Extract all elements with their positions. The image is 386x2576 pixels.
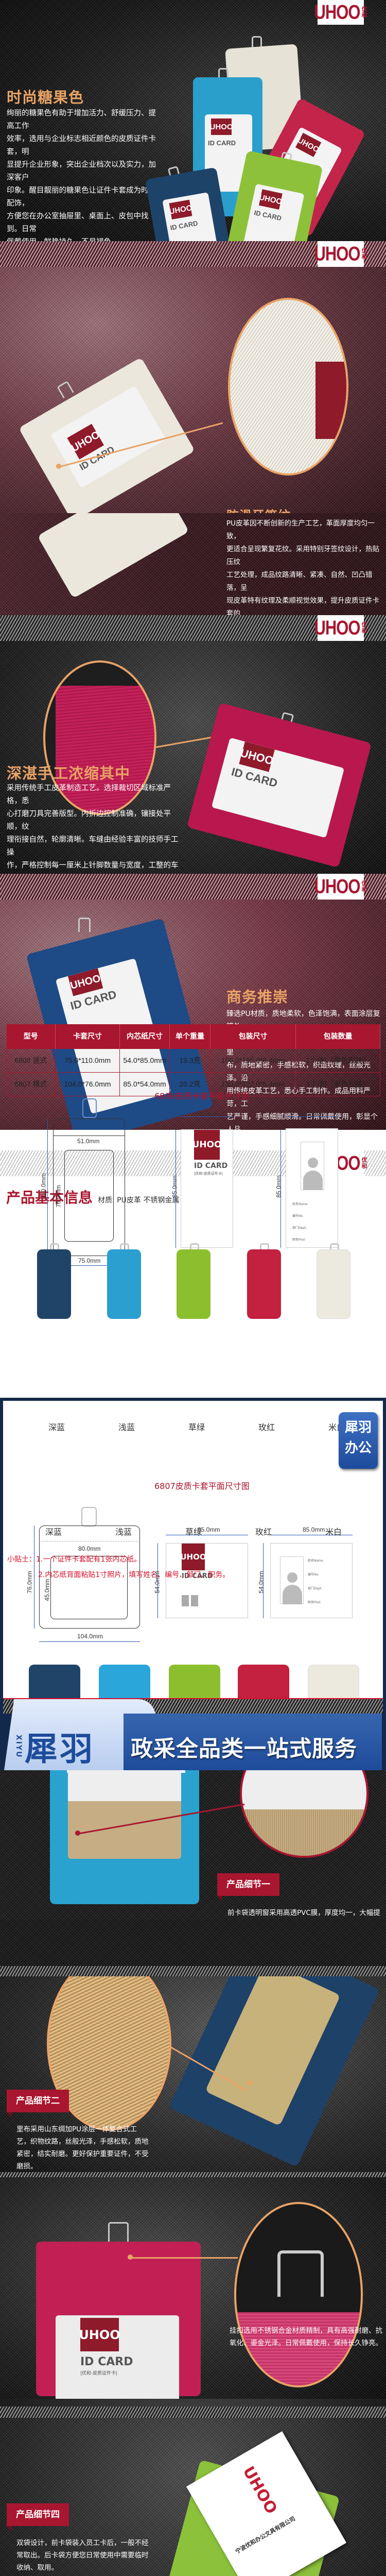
section-antislip-text: PU皮革因不断创新的生产工艺，革面厚度均匀一致，更适合呈现繁复花纹。采用特别牙签… <box>0 513 386 616</box>
section-title: 时尚糖果色 <box>7 89 84 106</box>
color-label: 深蓝 <box>48 1422 65 1432</box>
detail-four: UHOO 宁波优和办公文具有限公司 产品细节四 双袋设计，前卡袋装入员工卡后，一… <box>0 2399 386 2576</box>
section-colors-framed: 深蓝 浅蓝 草绿 玫红 米白 犀羽办公 6807皮质卡套平面尺寸图 80.0mm… <box>0 1398 386 1698</box>
detail-two: 产品细节二 里布采用山东绸加PU涂层一体复合式工艺，织物纹路，丝般光泽，手感松软… <box>0 1976 386 2172</box>
section-title: 商务推崇 <box>226 988 289 1006</box>
detail-body: 挂扣选用不锈钢合金材质精制，具有高强耐磨、抗氧化、鎏金光泽。日常佩戴使用，保持长… <box>230 2327 382 2347</box>
watermark-badge: 犀羽办公 <box>339 1412 378 1469</box>
diagram-6808: 6808皮质卡套平面尺寸图 51.0mm 75.0mm 110.0mm 76.0… <box>0 1082 386 1298</box>
detail-tag: 产品细节二 <box>7 2090 69 2117</box>
section-title: 深湛手工浓缩其中 <box>7 765 131 782</box>
color-label: 草绿 <box>188 1422 205 1432</box>
product-info-title: 产品基本信息 材质: PU皮革 不锈钢金属 <box>6 1189 180 1206</box>
tips: 小贴士：1.一个证件卡套配有1张内芯纸。 2.内芯纸背面粘贴1寸照片，填写姓名、… <box>7 1555 230 1579</box>
detail-body: 双袋设计，前卡袋装入员工卡后，一般不经常取出。后卡袋方便您日常使用中需要临时收纳… <box>16 2539 149 2572</box>
section-body: PU皮革因不断创新的生产工艺，革面厚度均匀一致，更适合呈现繁复花纹。采用特别牙签… <box>226 519 379 616</box>
banner-brand: XIYU 犀羽 <box>14 1731 95 1769</box>
detail-tag: 产品细节四 <box>7 2503 69 2531</box>
section-body: 绚丽的糖果色有助于增加活力、舒缓压力、提高工作效率，选用与企业标志相近颜色的皮质… <box>7 109 156 241</box>
detail-three: UHOO ID CARD |优和·皮质证件卡| 产品细节三 <box>0 2172 386 2399</box>
color-label: 浅蓝 <box>118 1422 135 1432</box>
banner-slogan: 政采全品类一站式服务 <box>131 1736 357 1762</box>
zoom-circle-stitching <box>43 660 156 815</box>
detail-one: UHOO 产品细节一 前卡袋透明窗采用高透PVC膜，厚度均一，大幅提升整体平整度… <box>0 1770 386 1920</box>
detail-body: 前卡袋透明窗采用高透PVC膜，厚度均一，大幅提升整体平整度以及透明度，表面光滑，… <box>227 1909 380 1917</box>
section-title: 防滑牙签纹 <box>226 505 291 514</box>
color-label: 玫红 <box>258 1422 275 1432</box>
detail-tag: 产品细节一 <box>217 1873 279 1901</box>
promo-banner: XIYU 犀羽 政采全品类一站式服务 <box>0 1698 386 1770</box>
detail-body: 里布采用山东绸加PU涂层一体复合式工艺，织物纹路，丝般光泽，手感松软，质地紧密，… <box>16 2125 149 2171</box>
section-body: 采用传统手工皮革制造工艺。选择裁切区域标准严格，悉心打磨刀具完善版型。内折边控制… <box>7 784 179 870</box>
zoom-circle-texture <box>228 298 348 476</box>
